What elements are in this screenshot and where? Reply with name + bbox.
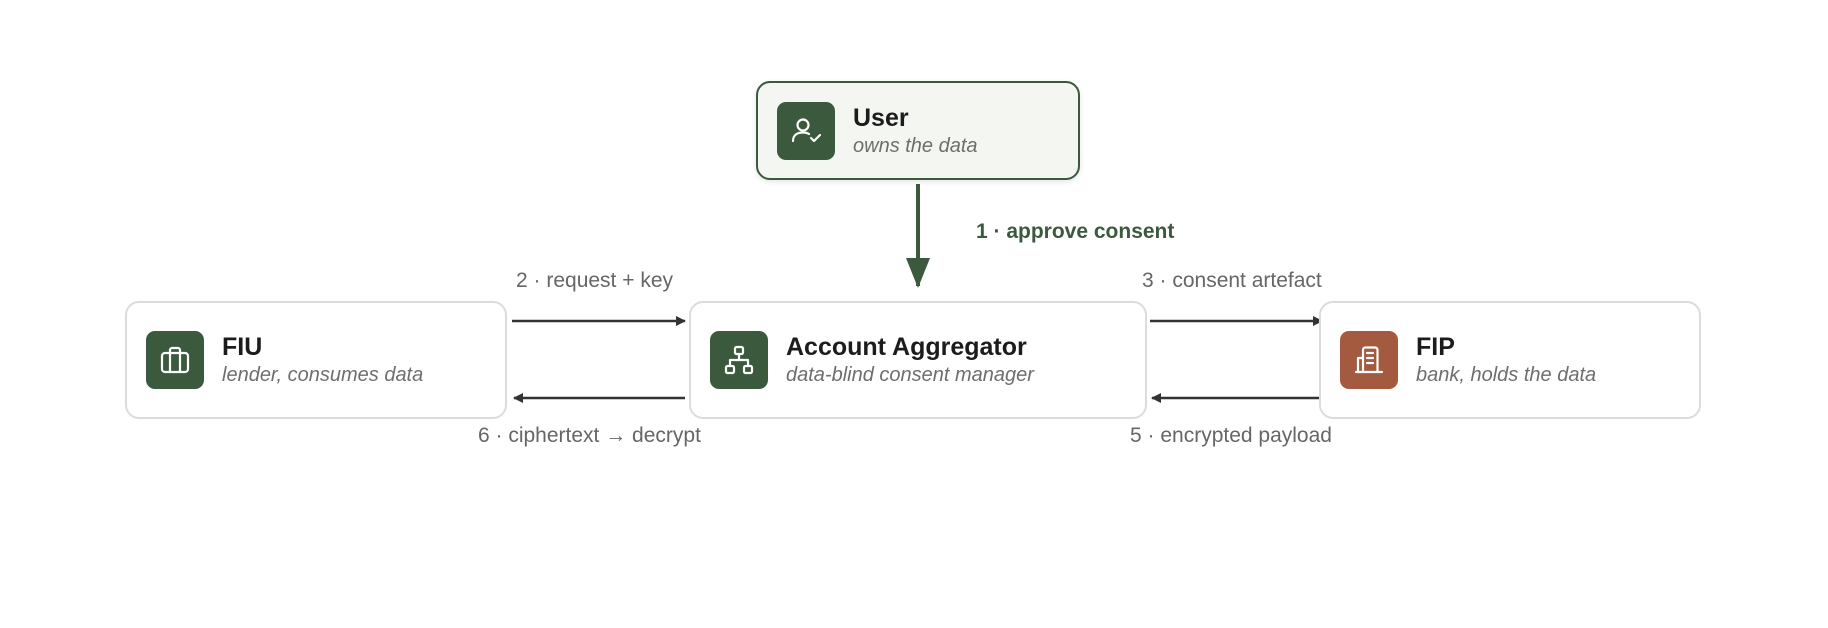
edge-ciphertext-label: 6 · ciphertext → decrypt — [478, 424, 701, 447]
node-user-subtitle: owns the data — [853, 134, 978, 157]
node-account-aggregator[interactable]: Account Aggregator data-blind consent ma… — [689, 301, 1147, 419]
node-fip[interactable]: FIP bank, holds the data — [1319, 301, 1701, 419]
node-user-title: User — [853, 103, 909, 132]
node-fiu-title: FIU — [222, 333, 263, 361]
briefcase-icon — [146, 331, 204, 389]
node-user[interactable]: User owns the data — [756, 81, 1080, 180]
edge-payload-label: 5 · encrypted payload — [1130, 424, 1332, 447]
node-fiu-subtitle: lender, consumes data — [222, 364, 424, 386]
user-check-icon — [777, 101, 835, 160]
node-aa-subtitle: data-blind consent manager — [786, 364, 1034, 386]
edge-artefact-label: 3 · consent artefact — [1142, 269, 1322, 292]
network-hierarchy-icon — [710, 331, 768, 389]
bank-document-icon — [1340, 331, 1398, 389]
node-aa-title: Account Aggregator — [786, 333, 1027, 361]
edge-approve-label: 1 · approve consent — [976, 220, 1175, 243]
node-fip-title: FIP — [1416, 333, 1455, 361]
node-fip-subtitle: bank, holds the data — [1416, 364, 1597, 386]
edge-request-label: 2 · request + key — [516, 269, 673, 292]
node-fiu[interactable]: FIU lender, consumes data — [125, 301, 507, 419]
